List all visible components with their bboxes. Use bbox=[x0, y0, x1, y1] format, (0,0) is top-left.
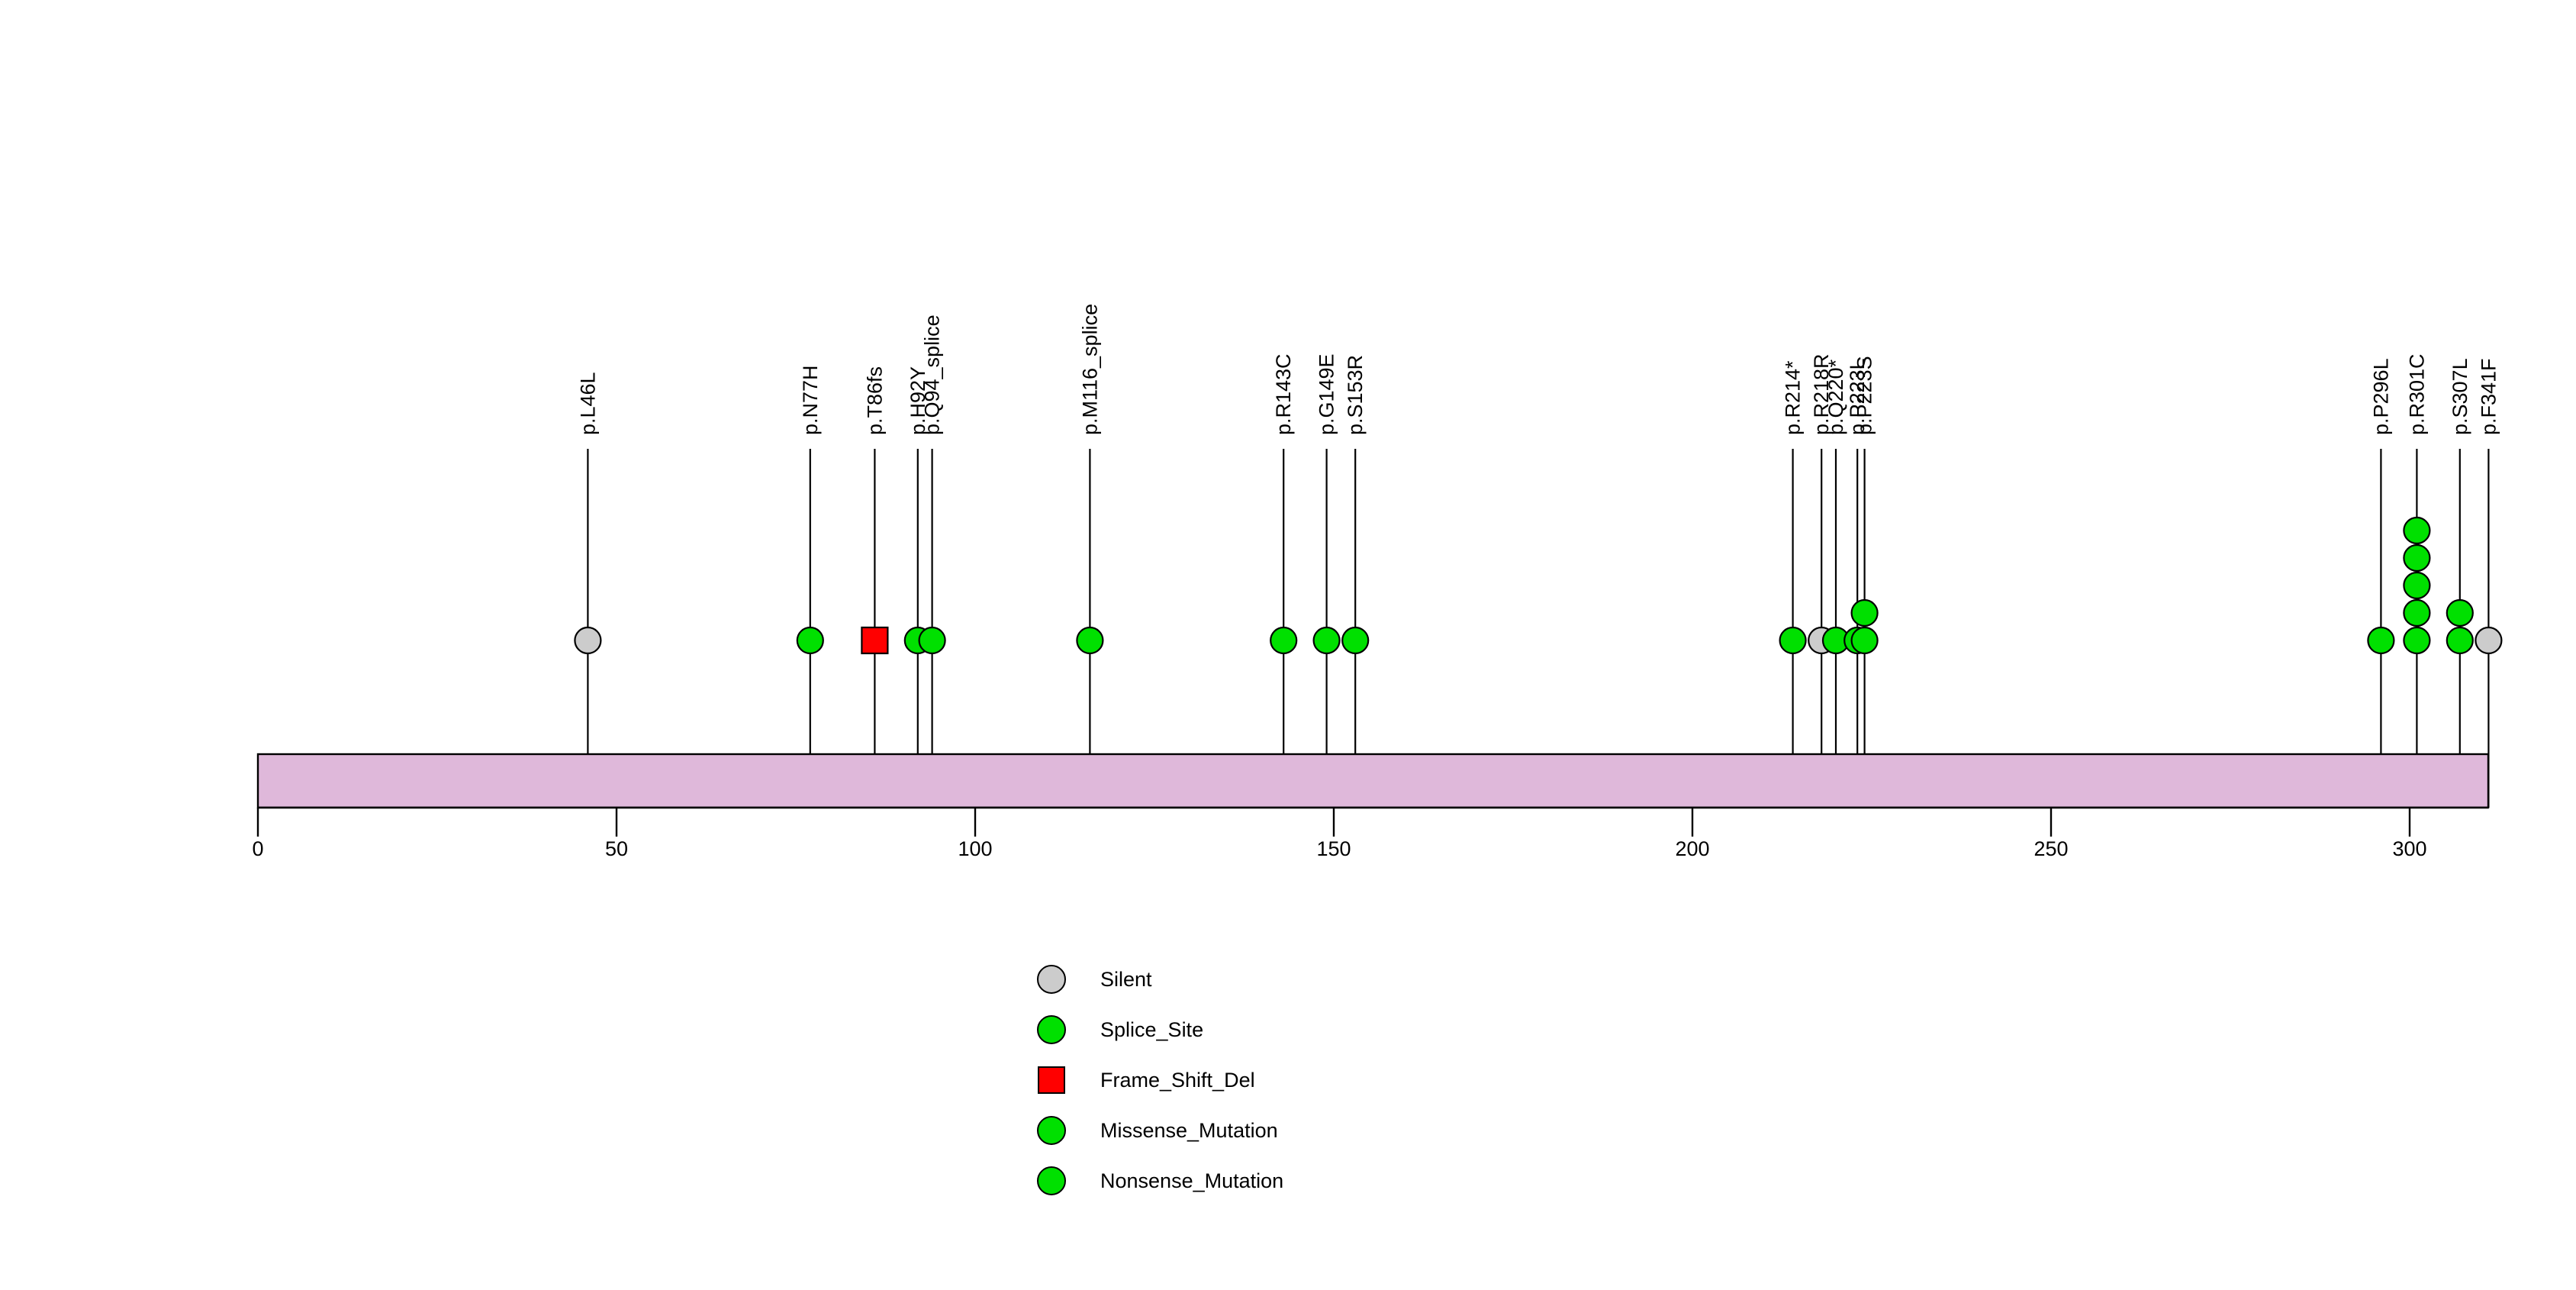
mutation-marker-circle[interactable] bbox=[2403, 571, 2431, 600]
mutation-label: p.Q94_splice bbox=[921, 314, 944, 435]
axis-tick-label: 100 bbox=[958, 837, 992, 860]
mutation-label: p.P223L bbox=[1846, 358, 1869, 435]
legend-label: Silent bbox=[1100, 968, 1152, 991]
mutation-marker-circle[interactable] bbox=[2403, 543, 2431, 572]
legend-swatch-circle bbox=[1037, 1015, 1066, 1044]
legend-swatch-square bbox=[1038, 1066, 1065, 1094]
mutation-label: p.Q220* bbox=[1824, 359, 1847, 435]
mutation-marker-circle[interactable] bbox=[1341, 626, 1370, 655]
mutation-label: p.M116_splice bbox=[1078, 304, 1101, 435]
mutation-marker-circle[interactable] bbox=[2475, 626, 2503, 655]
legend-swatch-circle bbox=[1037, 965, 1066, 994]
legend-group: SilentSplice_SiteFrame_Shift_DelMissense… bbox=[1037, 965, 1283, 1195]
mutation-label: p.T86fs bbox=[863, 366, 886, 435]
mutation-label: p.R214* bbox=[1782, 360, 1805, 435]
mutation-label: p.R218R bbox=[1810, 353, 1833, 435]
mutation-marker-circle[interactable] bbox=[796, 626, 824, 655]
mutation-label: p.N77H bbox=[799, 365, 822, 435]
mutation-marker-circle[interactable] bbox=[2446, 626, 2474, 655]
mutation-markers-group bbox=[574, 516, 2503, 655]
axis-tick-label: 200 bbox=[1675, 837, 1709, 860]
legend-label: Missense_Mutation bbox=[1100, 1119, 1278, 1142]
mutation-marker-circle[interactable] bbox=[1850, 626, 1879, 655]
mutation-marker-square[interactable] bbox=[861, 626, 889, 655]
mutation-marker-circle[interactable] bbox=[574, 626, 602, 655]
legend-swatch-circle bbox=[1037, 1166, 1066, 1195]
mutation-label: p.G149E bbox=[1315, 353, 1338, 435]
legend-label: Splice_Site bbox=[1100, 1018, 1203, 1041]
mutation-marker-circle[interactable] bbox=[1312, 626, 1341, 655]
mutation-marker-circle[interactable] bbox=[1850, 598, 1879, 627]
mutation-label: p.R143C bbox=[1272, 353, 1295, 435]
mutation-label: p.P223S bbox=[1853, 356, 1876, 435]
mutation-marker-circle[interactable] bbox=[1270, 626, 1298, 655]
protein-domain-bar bbox=[256, 753, 2490, 809]
mutation-marker-circle[interactable] bbox=[1076, 626, 1104, 655]
legend-label: Nonsense_Mutation bbox=[1100, 1169, 1283, 1192]
legend-label: Frame_Shift_Del bbox=[1100, 1069, 1255, 1092]
mutation-label: p.H92Y bbox=[906, 366, 929, 435]
protein-domain-bar-group bbox=[256, 753, 2490, 809]
mutation-label: p.F341F bbox=[2477, 358, 2500, 435]
mutation-marker-circle[interactable] bbox=[2403, 516, 2431, 545]
mutation-marker-circle[interactable] bbox=[2446, 598, 2474, 627]
mutation-label: p.L46L bbox=[576, 372, 599, 435]
axis-tick-label: 0 bbox=[252, 837, 263, 860]
axis-tick-label: 150 bbox=[1316, 837, 1351, 860]
position-axis-group: 0 50 100 150 200 250 300 bbox=[252, 806, 2488, 860]
axis-tick-label: 250 bbox=[2033, 837, 2068, 860]
axis-tick-label: 50 bbox=[605, 837, 628, 860]
mutation-marker-circle[interactable] bbox=[2403, 626, 2431, 655]
mutation-marker-circle[interactable] bbox=[918, 626, 946, 655]
mutation-marker-circle[interactable] bbox=[2367, 626, 2395, 655]
axis-tick-label: 300 bbox=[2392, 837, 2426, 860]
mutation-marker-circle[interactable] bbox=[2403, 598, 2431, 627]
mutation-marker-circle[interactable] bbox=[1779, 626, 1807, 655]
mutation-label: p.S153R bbox=[1344, 355, 1367, 435]
legend-swatch-circle bbox=[1037, 1116, 1066, 1145]
mutation-label: p.S307L bbox=[2449, 358, 2471, 435]
mutation-label: p.R301C bbox=[2405, 353, 2428, 435]
mutation-label: p.P296L bbox=[2369, 358, 2392, 435]
